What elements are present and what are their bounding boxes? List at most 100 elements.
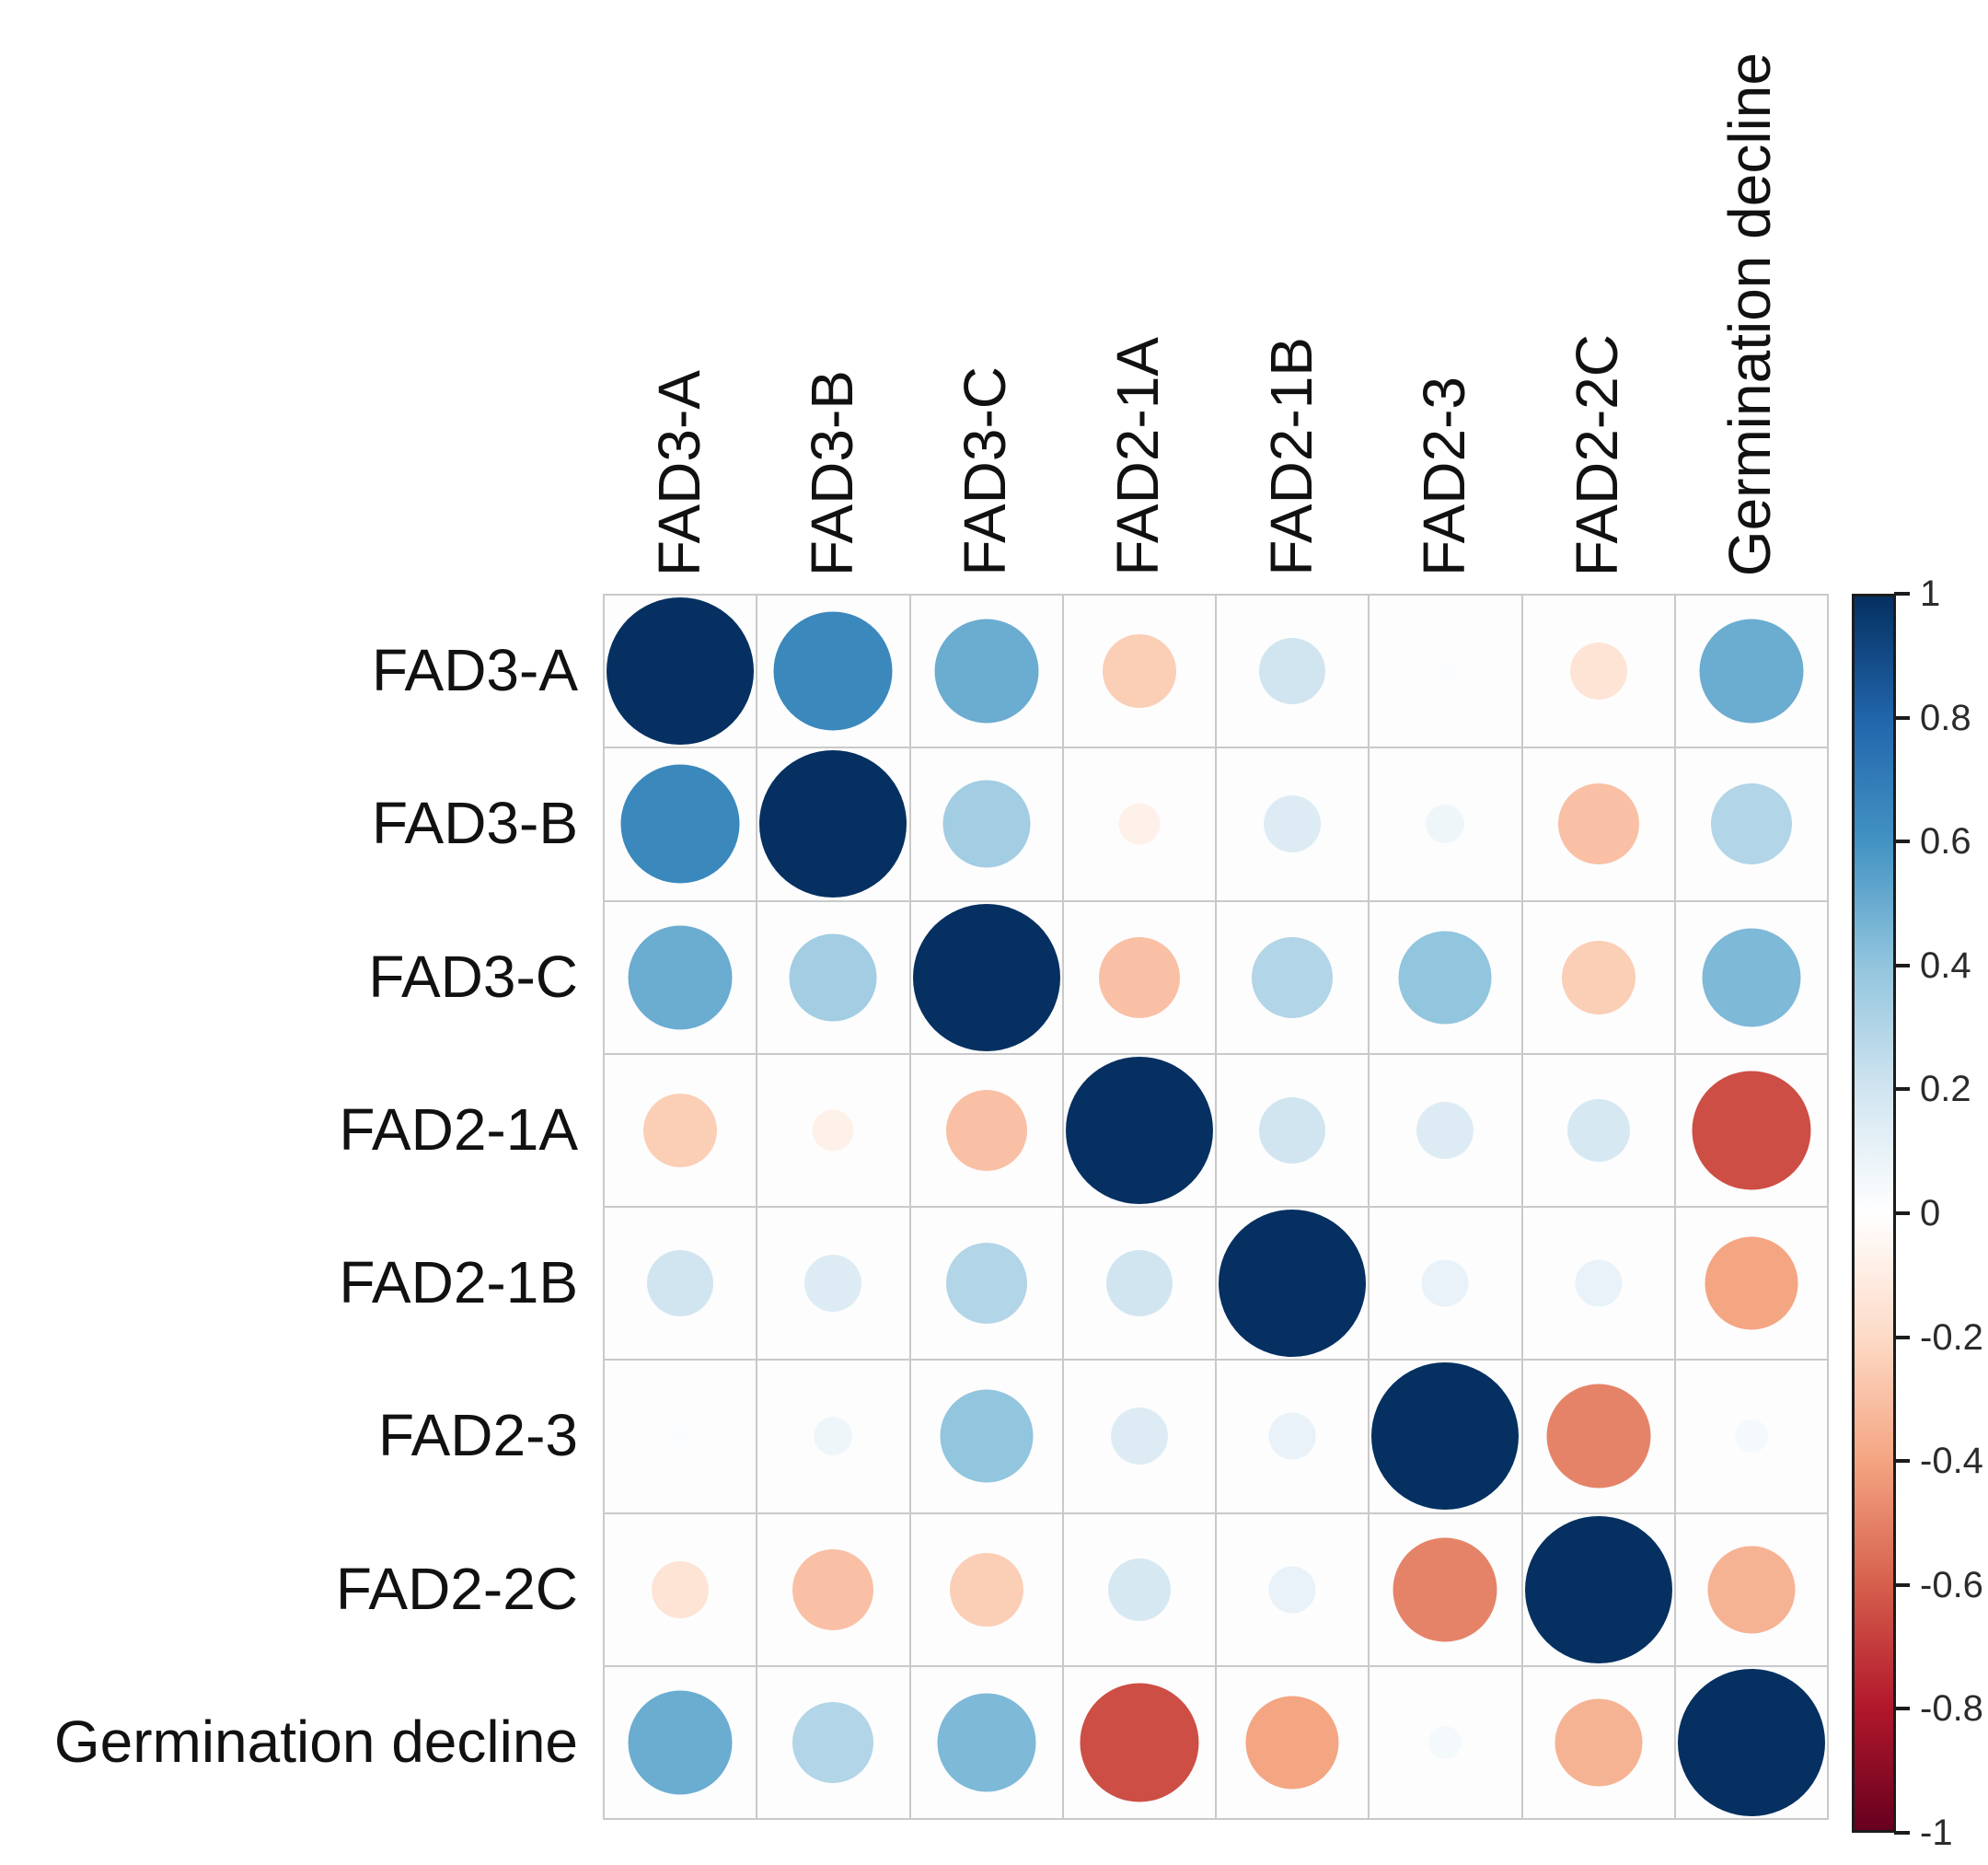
colorbar-tick-label: 0 (1920, 1193, 1941, 1234)
matrix-cell-r2-c7 (1675, 901, 1829, 1055)
matrix-cell-r0-c5 (1370, 596, 1523, 749)
matrix-cell-r2-c1 (757, 901, 911, 1055)
colorbar-tick-label: 0.8 (1920, 698, 1971, 738)
colorbar-tick (1894, 716, 1910, 720)
correlation-circle (1699, 619, 1804, 724)
matrix-cell-r5-c6 (1522, 1361, 1676, 1514)
matrix-cell-r2-c5 (1370, 901, 1523, 1055)
colorbar-tick-label: -0.6 (1920, 1565, 1983, 1605)
correlation-circle (1566, 1098, 1630, 1162)
correlation-circle (652, 1560, 710, 1618)
colorbar-tick (1894, 1583, 1910, 1587)
correlation-circle (1110, 1407, 1168, 1465)
matrix-cell-r4-c5 (1370, 1208, 1523, 1361)
column-label-fad2-2c: FAD2-2C (1555, 0, 1638, 576)
matrix-cell-r7-c5 (1370, 1666, 1523, 1820)
correlation-circle (1065, 1056, 1213, 1204)
matrix-cell-r0-c4 (1217, 596, 1370, 749)
correlation-circle (1692, 1071, 1811, 1190)
row-label-fad3-a: FAD3-A (371, 637, 578, 703)
correlation-circle (1707, 1546, 1796, 1634)
column-label-text: FAD2-1A (1104, 337, 1171, 576)
colorbar-tick-label: -0.4 (1920, 1441, 1983, 1481)
correlation-circle (1107, 1558, 1171, 1621)
correlation-circle (814, 1417, 853, 1456)
matrix-cell-r3-c2 (910, 1054, 1064, 1208)
matrix-cell-r0-c6 (1522, 596, 1676, 749)
column-label-germination-decline: Germination decline (1708, 0, 1791, 576)
column-label-text: Germination decline (1716, 52, 1783, 576)
colorbar-tick (1894, 592, 1910, 596)
matrix-cell-r4-c6 (1522, 1208, 1676, 1361)
correlation-circle (789, 933, 877, 1022)
correlation-circle (792, 1701, 874, 1783)
matrix-cell-r6-c7 (1675, 1513, 1829, 1667)
row-label-fad2-3: FAD2-3 (378, 1402, 578, 1468)
column-label-fad3-b: FAD3-B (791, 0, 873, 576)
matrix-cell-r1-c3 (1063, 748, 1217, 902)
correlation-circle (1371, 1362, 1520, 1511)
matrix-cell-r1-c5 (1370, 748, 1523, 902)
matrix-cell-r4-c1 (757, 1208, 911, 1361)
column-label-text: FAD3-A (646, 369, 712, 576)
correlation-circle (1428, 1725, 1462, 1759)
colorbar-tick (1894, 1831, 1910, 1835)
correlation-circle (1080, 1683, 1199, 1802)
colorbar-tick-label: 0.2 (1920, 1069, 1971, 1109)
correlation-circle (1555, 1698, 1643, 1787)
row-label-fad3-c: FAD3-C (368, 944, 578, 1010)
matrix-cell-r5-c2 (910, 1361, 1064, 1514)
correlation-circle (1118, 803, 1161, 845)
correlation-circle (1575, 1259, 1623, 1307)
correlation-circle (1105, 1250, 1173, 1317)
matrix-cell-r0-c3 (1063, 596, 1217, 749)
matrix-cell-r6-c1 (757, 1513, 911, 1667)
correlation-circle (940, 1389, 1034, 1483)
correlation-circle (812, 1109, 854, 1152)
column-label-fad3-c: FAD3-C (943, 0, 1026, 576)
matrix-cell-r0-c0 (605, 596, 758, 749)
matrix-cell-r6-c5 (1370, 1513, 1523, 1667)
matrix-cell-r0-c1 (757, 596, 911, 749)
matrix-cell-r4-c0 (605, 1208, 758, 1361)
correlation-circle (1677, 1668, 1825, 1816)
matrix-cell-r3-c1 (757, 1054, 911, 1208)
correlation-circle (912, 903, 1060, 1051)
correlation-circle (628, 1690, 733, 1795)
matrix-cell-r3-c3 (1063, 1054, 1217, 1208)
correlation-circle (773, 611, 893, 731)
column-label-text: FAD3-C (952, 366, 1018, 576)
matrix-cell-r6-c3 (1063, 1513, 1217, 1667)
correlation-circle (945, 1243, 1027, 1325)
correlation-circle (1416, 1101, 1474, 1159)
colorbar-tick (1894, 1211, 1910, 1215)
matrix-cell-r7-c4 (1217, 1666, 1370, 1820)
column-label-text: FAD3-B (799, 369, 865, 576)
matrix-cell-r0-c2 (910, 596, 1064, 749)
correlation-circle (792, 1548, 874, 1630)
column-label-fad2-1b: FAD2-1B (1250, 0, 1333, 576)
correlation-circle (620, 764, 740, 884)
row-label-germination-decline: Germination decline (53, 1709, 578, 1775)
matrix-cell-r1-c1 (757, 748, 911, 902)
matrix-cell-r4-c2 (910, 1208, 1064, 1361)
matrix-grid (603, 594, 1829, 1820)
matrix-cell-r5-c0 (605, 1361, 758, 1514)
matrix-cell-r3-c5 (1370, 1054, 1523, 1208)
matrix-cell-r5-c4 (1217, 1361, 1370, 1514)
row-label-fad2-2c: FAD2-2C (335, 1556, 578, 1622)
column-label-text: FAD2-3 (1411, 376, 1477, 576)
correlation-circle (1524, 1515, 1672, 1663)
correlation-circle (1252, 936, 1334, 1018)
correlation-circle (1398, 931, 1492, 1025)
matrix-cell-r2-c4 (1217, 901, 1370, 1055)
correlation-circle (1264, 795, 1322, 853)
correlation-circle (607, 597, 755, 746)
column-label-text: FAD2-1B (1258, 337, 1324, 576)
column-label-text: FAD2-2C (1564, 333, 1630, 576)
correlation-circle (1546, 1384, 1651, 1489)
correlation-circle (1710, 783, 1792, 865)
matrix-cell-r2-c6 (1522, 901, 1676, 1055)
matrix-cell-r3-c6 (1522, 1054, 1676, 1208)
